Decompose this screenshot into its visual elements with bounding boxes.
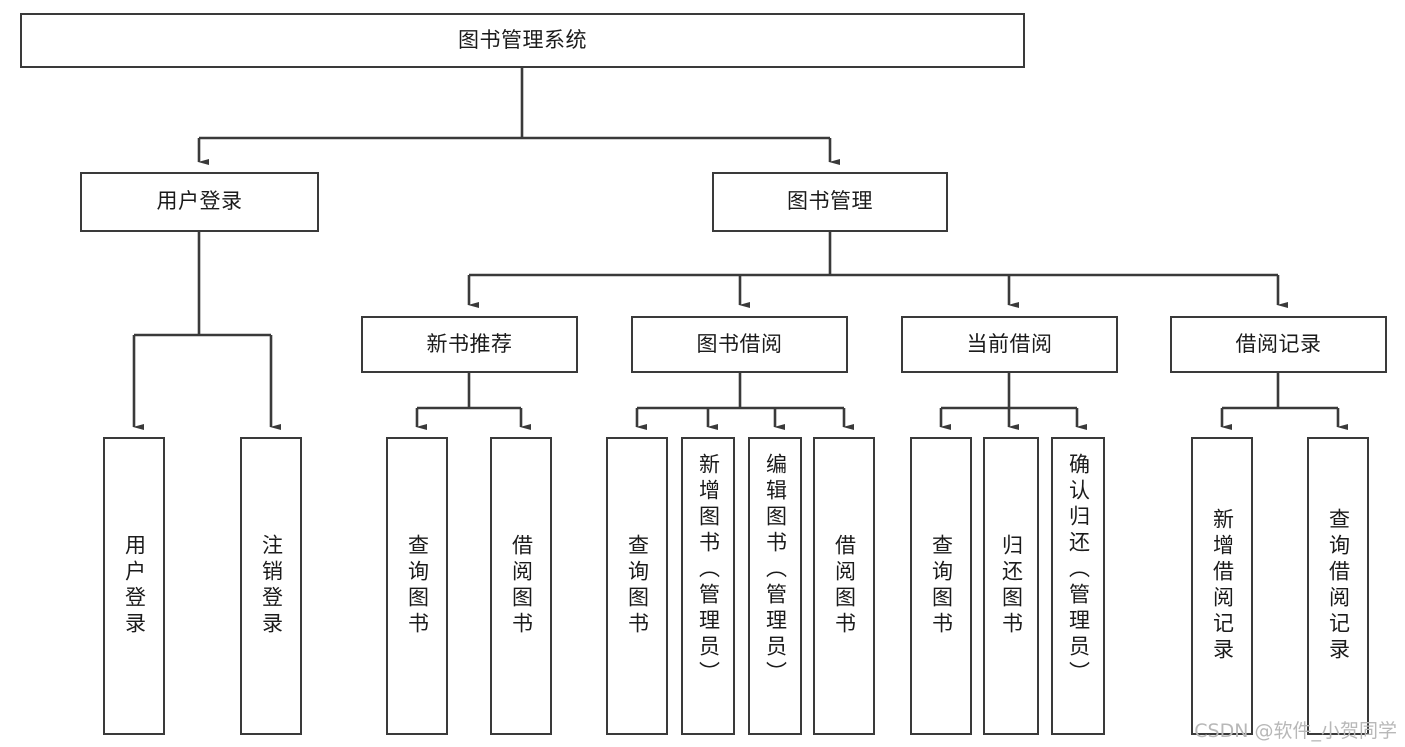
leaf-user-logout[interactable]: 注销登录 bbox=[240, 437, 302, 735]
node-current-borrow[interactable]: 当前借阅 bbox=[901, 316, 1118, 373]
leaf-add-book-label: 新增图书（管理员） bbox=[696, 453, 721, 687]
leaf-query-book-newbook[interactable]: 查询图书 bbox=[386, 437, 448, 735]
node-root[interactable]: 图书管理系统 bbox=[20, 13, 1025, 68]
leaf-confirm-return[interactable]: 确认归还（管理员） bbox=[1051, 437, 1105, 735]
leaf-borrow-book-newbook[interactable]: 借阅图书 bbox=[490, 437, 552, 735]
leaf-query-book-newbook-label: 查询图书 bbox=[405, 534, 430, 638]
node-borrow-records[interactable]: 借阅记录 bbox=[1170, 316, 1387, 373]
leaf-borrow-book-borrow[interactable]: 借阅图书 bbox=[813, 437, 875, 735]
leaf-query-book-borrow[interactable]: 查询图书 bbox=[606, 437, 668, 735]
leaf-borrow-book-newbook-label: 借阅图书 bbox=[509, 534, 534, 638]
node-current-borrow-label: 当前借阅 bbox=[966, 331, 1053, 356]
leaf-user-login-label: 用户登录 bbox=[122, 534, 147, 638]
node-user-login-label: 用户登录 bbox=[156, 189, 243, 214]
leaf-query-book-current[interactable]: 查询图书 bbox=[910, 437, 972, 735]
leaf-query-borrow-record-label: 查询借阅记录 bbox=[1326, 508, 1351, 664]
node-new-book-recommend-label: 新书推荐 bbox=[426, 331, 513, 356]
node-book-borrow[interactable]: 图书借阅 bbox=[631, 316, 848, 373]
leaf-borrow-book-borrow-label: 借阅图书 bbox=[832, 534, 857, 638]
leaf-add-borrow-record-label: 新增借阅记录 bbox=[1210, 508, 1235, 664]
node-borrow-records-label: 借阅记录 bbox=[1235, 331, 1322, 356]
node-root-label: 图书管理系统 bbox=[458, 27, 587, 52]
leaf-query-book-current-label: 查询图书 bbox=[929, 534, 954, 638]
leaf-user-login[interactable]: 用户登录 bbox=[103, 437, 165, 735]
watermark-text: CSDN @软件_小贺同学 bbox=[1194, 720, 1397, 742]
leaf-query-borrow-record[interactable]: 查询借阅记录 bbox=[1307, 437, 1369, 735]
node-new-book-recommend[interactable]: 新书推荐 bbox=[361, 316, 578, 373]
leaf-return-book-label: 归还图书 bbox=[999, 534, 1024, 638]
leaf-edit-book-label: 编辑图书（管理员） bbox=[763, 453, 788, 687]
leaf-user-logout-label: 注销登录 bbox=[259, 534, 284, 638]
leaf-query-book-borrow-label: 查询图书 bbox=[625, 534, 650, 638]
leaf-return-book[interactable]: 归还图书 bbox=[983, 437, 1039, 735]
node-book-borrow-label: 图书借阅 bbox=[696, 331, 783, 356]
leaf-add-book[interactable]: 新增图书（管理员） bbox=[681, 437, 735, 735]
node-user-login[interactable]: 用户登录 bbox=[80, 172, 319, 232]
node-book-management-label: 图书管理 bbox=[787, 189, 873, 214]
leaf-confirm-return-label: 确认归还（管理员） bbox=[1066, 453, 1091, 687]
leaf-edit-book[interactable]: 编辑图书（管理员） bbox=[748, 437, 802, 735]
leaf-add-borrow-record[interactable]: 新增借阅记录 bbox=[1191, 437, 1253, 735]
node-book-management[interactable]: 图书管理 bbox=[712, 172, 948, 232]
